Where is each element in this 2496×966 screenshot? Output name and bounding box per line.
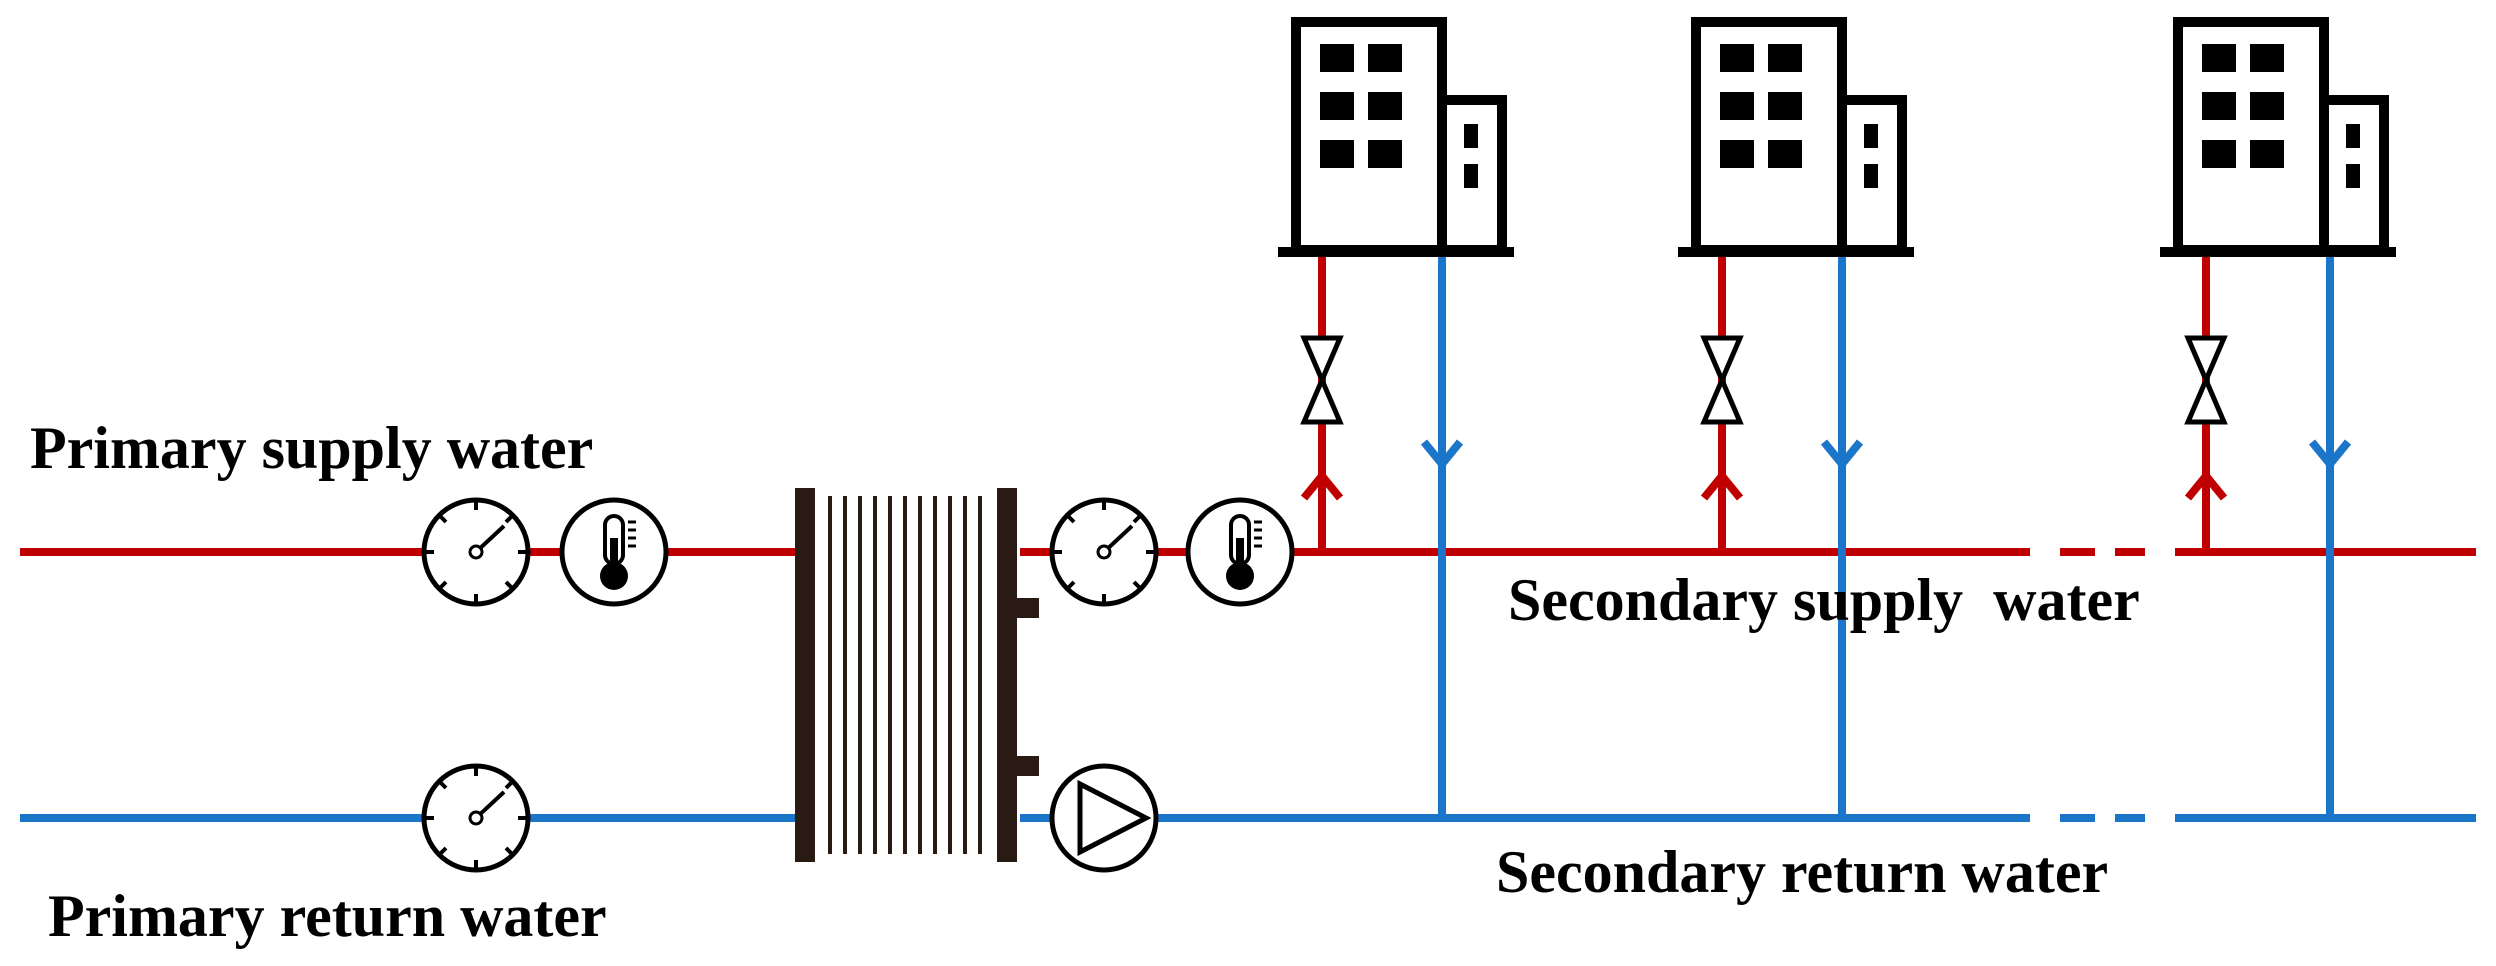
valve-icon[interactable] bbox=[1304, 338, 1340, 422]
building-icon bbox=[1678, 22, 1914, 252]
building-branch-2 bbox=[1678, 22, 1914, 818]
pump-icon[interactable] bbox=[1049, 763, 1159, 873]
building-icon bbox=[1278, 22, 1514, 252]
building-branch-3 bbox=[2160, 22, 2396, 818]
pressure-gauge-icon bbox=[424, 766, 528, 870]
pressure-gauge-icon bbox=[424, 500, 528, 604]
valve-icon[interactable] bbox=[2188, 338, 2224, 422]
primary-supply-label: Primary supply water bbox=[30, 415, 593, 481]
thermometer-icon bbox=[1188, 500, 1292, 604]
building-icon bbox=[2160, 22, 2396, 252]
secondary-supply-label: Secondary supply water bbox=[1508, 567, 2140, 633]
building-branch-1 bbox=[1278, 22, 1514, 818]
secondary-return-label: Secondary return water bbox=[1496, 839, 2108, 905]
valve-icon[interactable] bbox=[1704, 338, 1740, 422]
primary-return-label: Primary return water bbox=[48, 883, 607, 949]
pressure-gauge-icon bbox=[1052, 500, 1156, 604]
heat-exchanger-icon bbox=[795, 488, 1039, 862]
thermometer-icon bbox=[562, 500, 666, 604]
